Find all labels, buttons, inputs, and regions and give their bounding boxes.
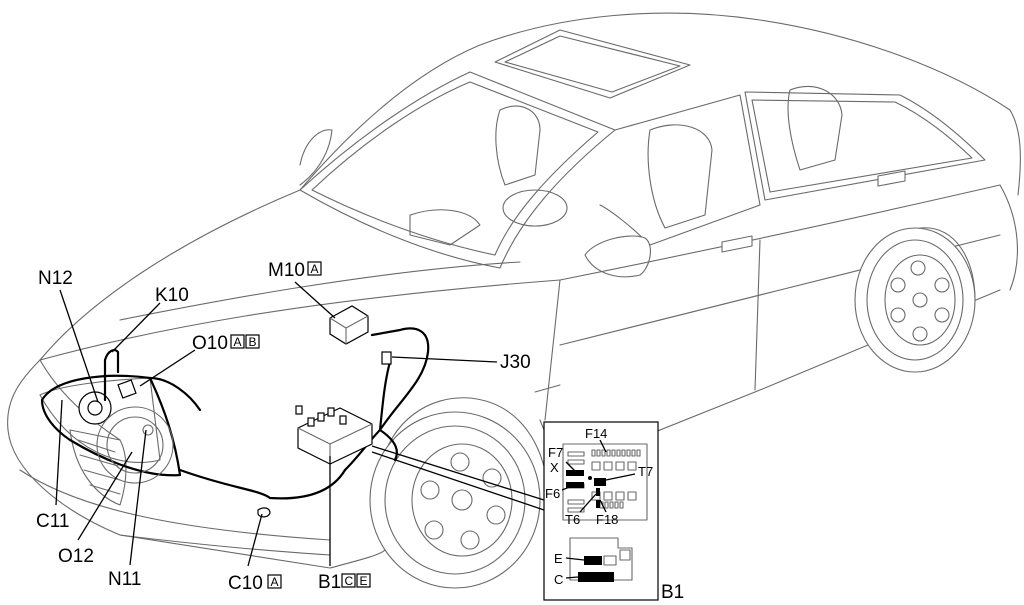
relay-t6	[596, 500, 600, 508]
car-outline	[7, 12, 1021, 589]
label-n12: N12	[38, 268, 73, 289]
label-n11: N11	[108, 569, 141, 590]
connector-c	[578, 572, 614, 582]
m10-tag-a: A	[311, 262, 319, 276]
callouts: N12 K10 O10 A B M10 A J30 C11 O12 N11 C1…	[36, 260, 531, 594]
inset-f7: F7	[548, 445, 563, 460]
label-o12: O12	[58, 546, 94, 567]
label-k10: K10	[155, 285, 189, 306]
c10-sensor	[257, 507, 271, 518]
inset-b1-label: B1	[661, 582, 684, 603]
inset-f18: F18	[596, 512, 618, 527]
relay-component	[117, 379, 137, 399]
o10-tag-b: B	[249, 335, 257, 349]
label-b1: B1	[318, 572, 341, 593]
connector-e	[584, 556, 602, 565]
inset-t7: T7	[638, 464, 653, 479]
inset-f14: F14	[585, 426, 607, 441]
label-m10: M10	[268, 260, 305, 281]
inset-x: X	[550, 460, 559, 475]
o10-tag-b-box	[245, 334, 260, 349]
fuse-f18	[596, 488, 600, 496]
j30-connector	[381, 351, 392, 365]
b1-tag-e: E	[360, 574, 368, 588]
b1-fuse-box	[295, 405, 373, 465]
engine-compartment-detail	[40, 349, 271, 518]
m10-control-module	[329, 305, 369, 345]
fusebox-inset: F14 F7 X T7 F6 T6 F18 E C	[543, 421, 659, 601]
label-c10: C10	[228, 573, 263, 594]
label-c11: C11	[36, 511, 69, 532]
b1-tag-e-box	[356, 573, 371, 588]
label-o10: O10	[192, 333, 228, 354]
o10-tag-a: A	[234, 335, 242, 349]
wiring-harness	[148, 327, 430, 500]
inset-f6: F6	[545, 486, 560, 501]
inset-c: C	[554, 572, 563, 587]
c10-tag-a-box	[267, 574, 282, 589]
b1-tag-c-box	[341, 573, 356, 588]
fuse-f7	[566, 470, 584, 476]
b1-tag-c: C	[345, 574, 354, 588]
o10-tag-a-box	[230, 334, 245, 349]
leader-lines	[55, 281, 545, 567]
inset-t6: T6	[565, 512, 580, 527]
fuse-f6	[566, 482, 584, 488]
c10-tag-a: A	[271, 575, 279, 589]
m10-tag-a-box	[307, 261, 322, 276]
relay-t7	[594, 478, 606, 486]
label-j30: J30	[500, 352, 531, 373]
inset-e: E	[554, 551, 563, 566]
